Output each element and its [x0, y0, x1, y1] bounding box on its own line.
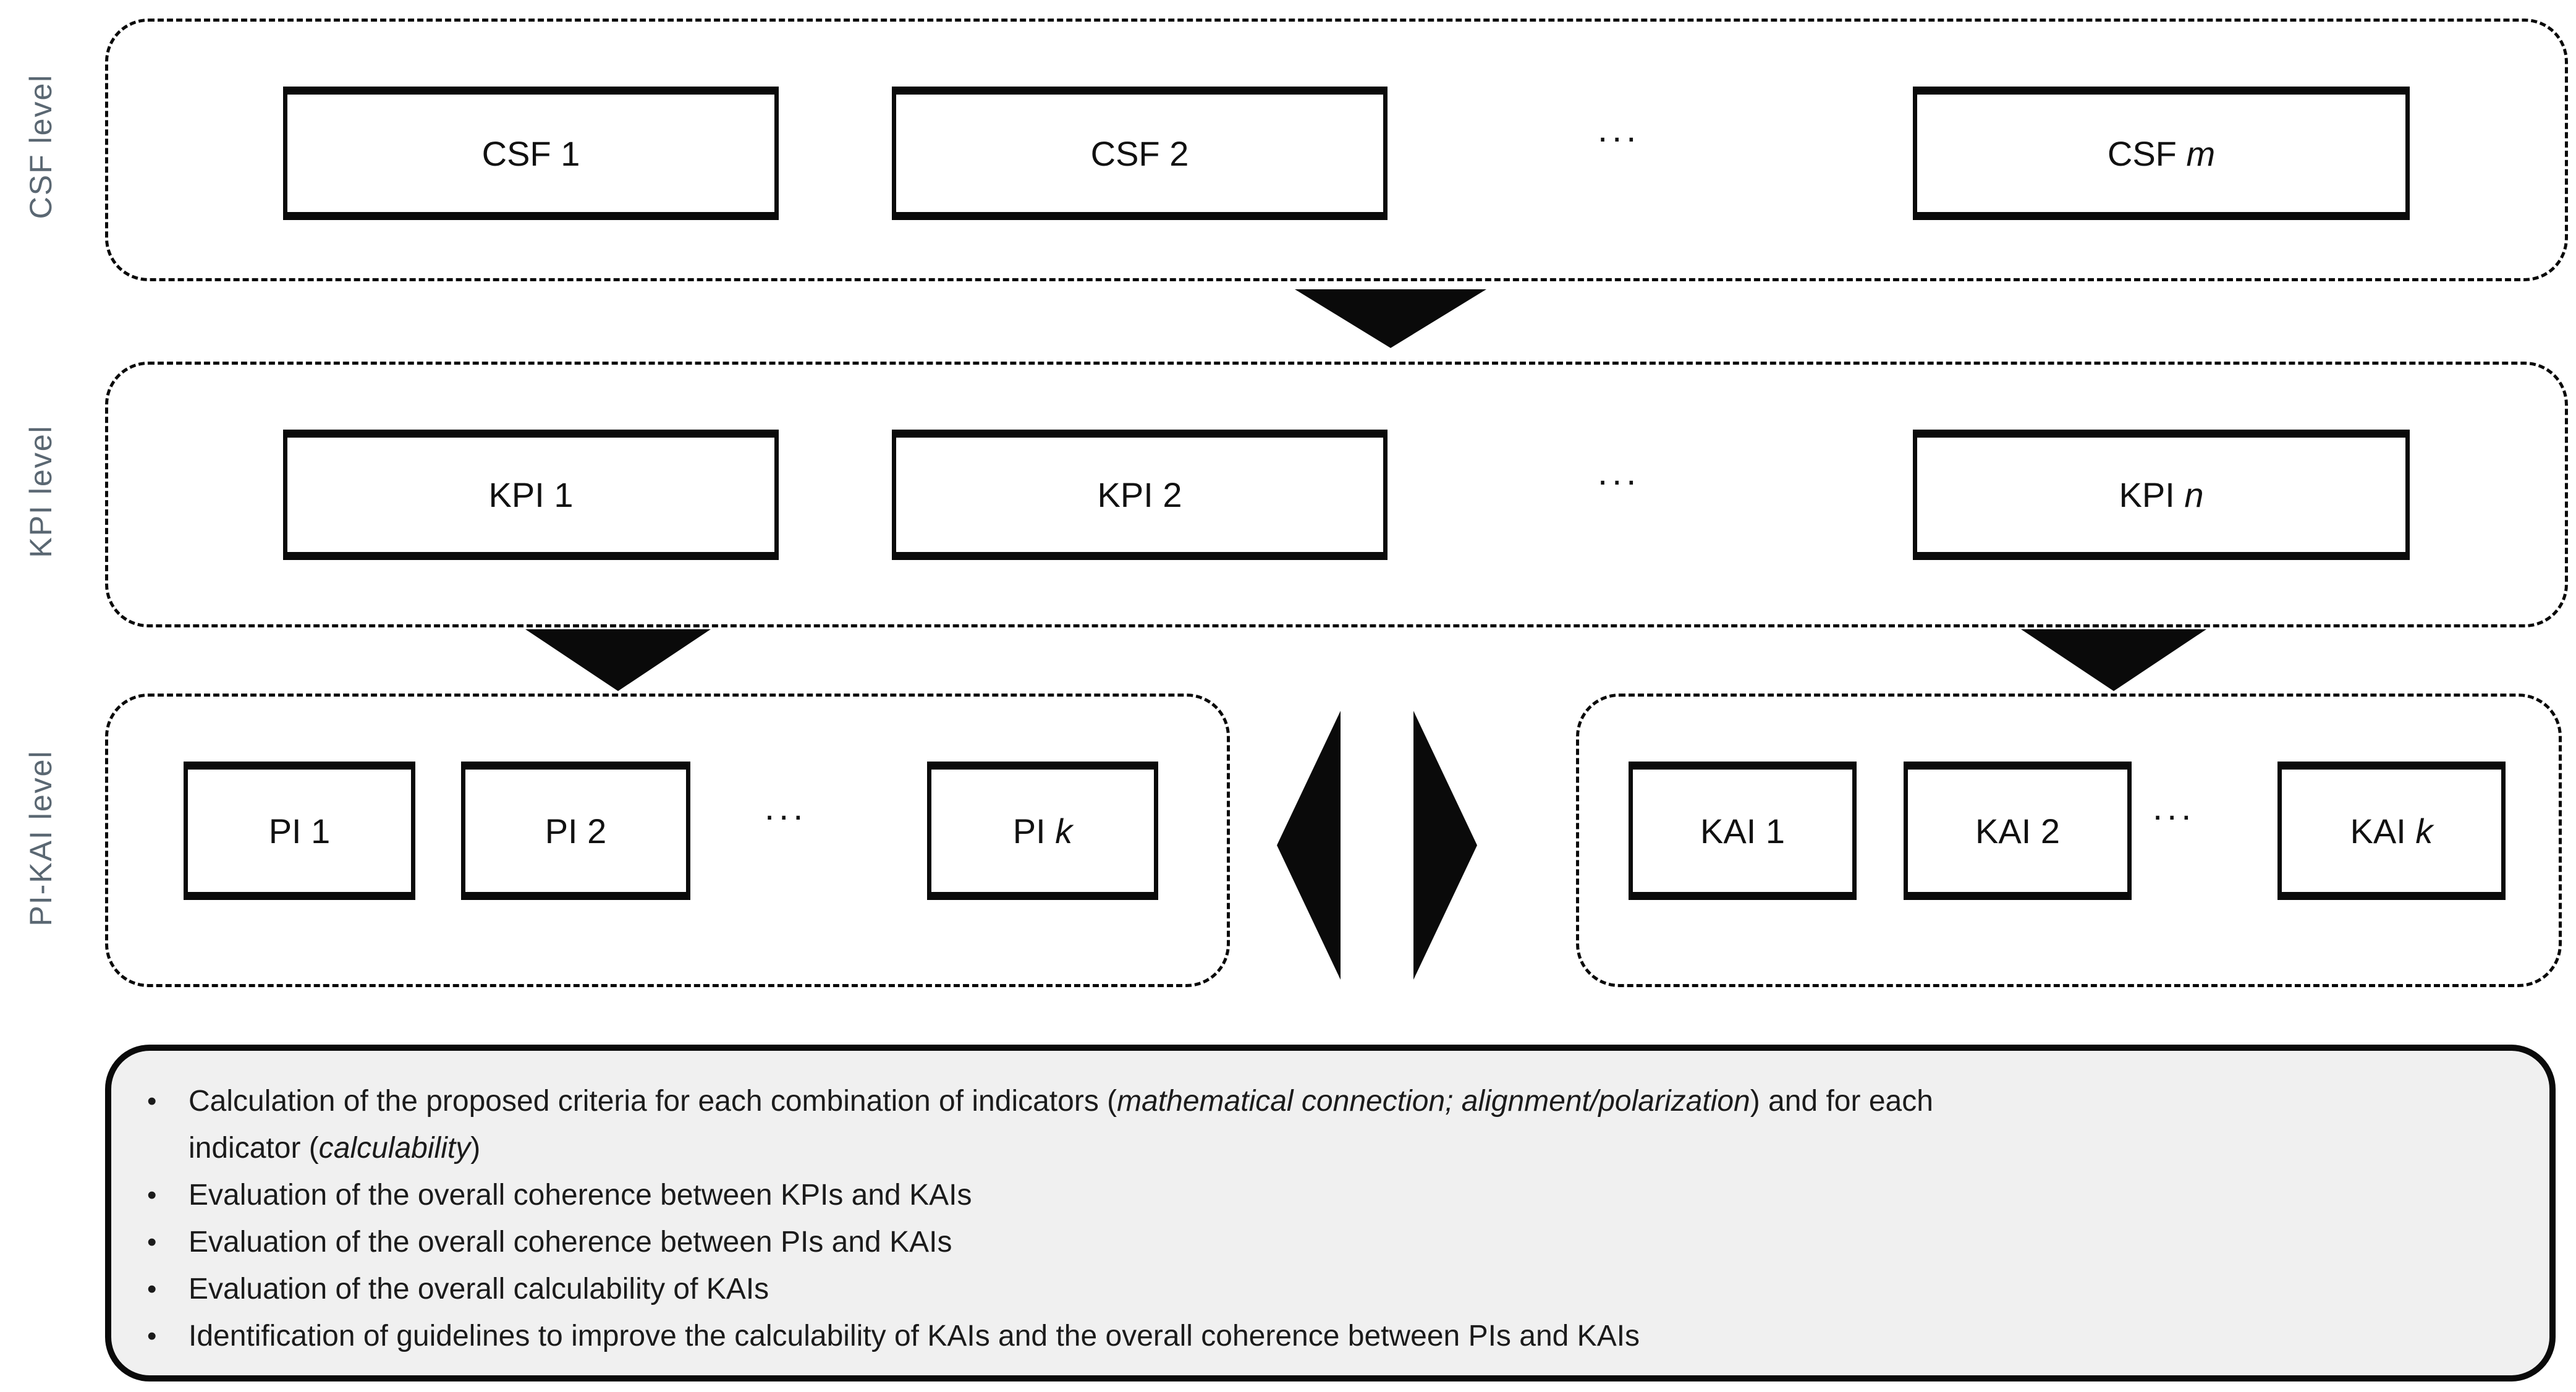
kai-box-k: KAI k	[2277, 762, 2506, 900]
kai-box-k-variable: k	[2415, 811, 2433, 851]
kpi-box-2-label: KPI 2	[1097, 475, 1182, 514]
note-text-italic: calculability	[318, 1132, 471, 1165]
down-arrow-icon	[2021, 629, 2206, 691]
kpi-box-1: KPI 1	[283, 430, 779, 560]
note-text-segment: )	[470, 1132, 481, 1165]
analysis-notes-list: • Calculation of the proposed criteria f…	[111, 1051, 2549, 1378]
csf-box-m: CSF m	[1913, 87, 2410, 220]
analysis-notes-box: • Calculation of the proposed criteria f…	[105, 1045, 2556, 1381]
csf-box-2: CSF 2	[892, 87, 1388, 220]
bullet-icon: •	[147, 1227, 157, 1257]
pi-box-k-label: PI k	[1013, 811, 1072, 851]
list-item: • Evaluation of the overall coherence be…	[147, 1172, 2506, 1219]
list-item: • Calculation of the proposed criteria f…	[147, 1078, 2506, 1172]
csf-box-m-label: CSF m	[2108, 134, 2215, 174]
kai-box-1: KAI 1	[1629, 762, 1857, 900]
csf-level-label: CSF level	[23, 74, 58, 219]
note-text: Evaluation of the overall coherence betw…	[189, 1226, 952, 1258]
note-text: Evaluation of the overall calculability …	[189, 1273, 769, 1305]
pi-box-k-variable: k	[1055, 811, 1073, 851]
kai-ellipsis: ...	[2153, 787, 2196, 828]
kpi-box-1-label: KPI 1	[488, 475, 574, 514]
kpi-level-container: KPI 1 KPI 2 ... KPI n	[105, 362, 2568, 627]
kai-box-k-prefix: KAI	[2350, 811, 2416, 851]
kpi-ellipsis: ...	[1598, 452, 1641, 493]
bullet-icon: •	[147, 1086, 157, 1116]
kai-box-k-label: KAI k	[2350, 811, 2433, 851]
csf-level-container: CSF 1 CSF 2 ... CSF m	[105, 19, 2568, 281]
csf-box-m-prefix: CSF	[2107, 134, 2187, 173]
csf-box-1: CSF 1	[283, 87, 779, 220]
list-item: • Identification of guidelines to improv…	[147, 1313, 2506, 1360]
pi-box-k: PI k	[927, 762, 1158, 900]
pi-box-2: PI 2	[461, 762, 690, 900]
bullet-icon: •	[147, 1321, 157, 1351]
right-arrow-icon	[1413, 711, 1477, 980]
down-arrow-icon	[1295, 289, 1486, 348]
pi-group-container: PI 1 PI 2 ... PI k	[105, 694, 1230, 987]
csf-ellipsis: ...	[1598, 109, 1641, 150]
list-item: • Evaluation of the overall coherence be…	[147, 1219, 2506, 1266]
note-text: Identification of guidelines to improve …	[189, 1320, 1640, 1352]
pi-ellipsis: ...	[765, 787, 808, 828]
bullet-icon: •	[147, 1274, 157, 1304]
kpi-box-n-variable: n	[2184, 475, 2204, 514]
down-arrow-icon	[525, 629, 711, 691]
pi-box-1-label: PI 1	[268, 811, 331, 851]
kpi-level-label: KPI level	[23, 425, 58, 558]
csf-box-2-label: CSF 2	[1090, 134, 1189, 173]
kai-box-2: KAI 2	[1904, 762, 2132, 900]
note-text-segment: Calculation of the proposed criteria for…	[189, 1085, 1117, 1118]
kai-group-container: KAI 1 KAI 2 ... KAI k	[1576, 694, 2562, 987]
left-arrow-icon	[1277, 711, 1341, 980]
note-text: Evaluation of the overall coherence betw…	[189, 1179, 972, 1212]
kpi-box-n-prefix: KPI	[2119, 475, 2185, 514]
pi-box-1: PI 1	[184, 762, 415, 900]
csf-box-m-variable: m	[2186, 134, 2216, 173]
bullet-icon: •	[147, 1180, 157, 1210]
pi-box-2-label: PI 2	[544, 811, 607, 851]
kpi-box-n-label: KPI n	[2119, 475, 2204, 515]
pi-box-k-prefix: PI	[1012, 811, 1056, 851]
kpi-box-n: KPI n	[1913, 430, 2410, 560]
kpi-box-2: KPI 2	[892, 430, 1388, 560]
kai-box-1-label: KAI 1	[1700, 811, 1785, 851]
pi-kai-level-label: PI-KAI level	[23, 750, 58, 927]
note-text-segment: ) and for each	[1750, 1085, 1933, 1118]
note-text: Calculation of the proposed criteria for…	[189, 1078, 2506, 1172]
csf-box-1-label: CSF 1	[481, 134, 580, 173]
kai-box-2-label: KAI 2	[1975, 811, 2060, 851]
list-item: • Evaluation of the overall calculabilit…	[147, 1266, 2506, 1313]
note-text-italic: mathematical connection; alignment/polar…	[1117, 1085, 1750, 1118]
note-text-segment: indicator (	[189, 1132, 319, 1165]
